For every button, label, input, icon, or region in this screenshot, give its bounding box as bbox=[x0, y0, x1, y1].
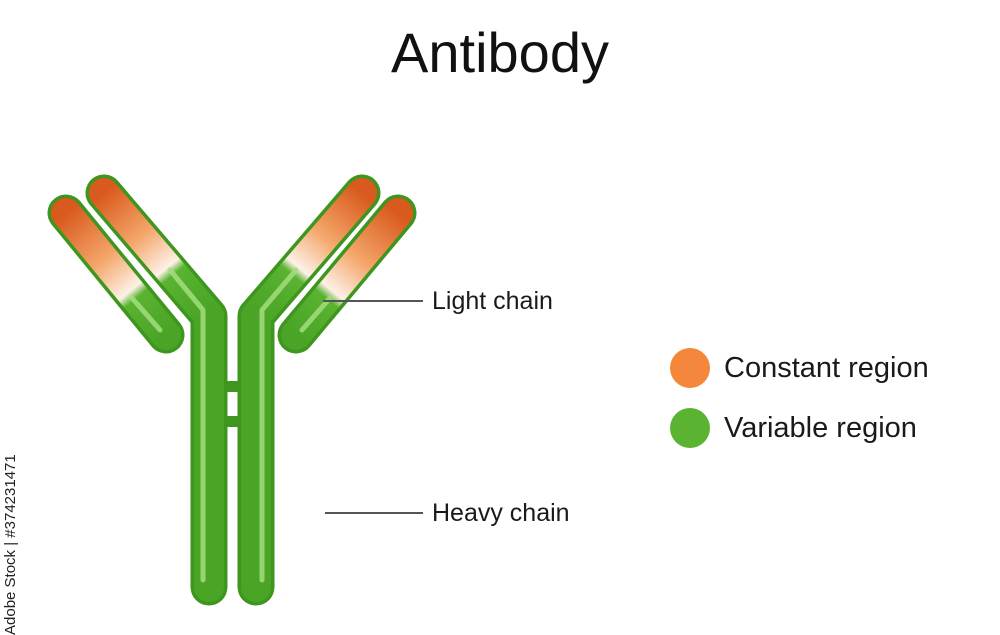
heavy-chain-label: Heavy chain bbox=[432, 499, 570, 527]
light-chain-leader-line bbox=[323, 300, 423, 302]
disulfide-bridge-upper bbox=[222, 381, 244, 392]
legend-label-variable: Variable region bbox=[724, 411, 917, 444]
light-chain-right bbox=[277, 194, 417, 354]
legend-label-constant: Constant region bbox=[724, 351, 929, 384]
light-chain-left bbox=[47, 194, 185, 354]
disulfide-bridge-lower bbox=[222, 416, 244, 427]
heavy-chain-left bbox=[85, 174, 228, 606]
heavy-chain-right bbox=[237, 174, 381, 606]
heavy-chain-leader-line bbox=[325, 512, 423, 514]
light-chain-label: Light chain bbox=[432, 287, 553, 315]
legend-swatch-constant bbox=[670, 348, 710, 388]
legend-item-constant-region: Constant region bbox=[670, 348, 929, 388]
page-title: Antibody bbox=[391, 21, 609, 84]
stock-id-text: Adobe Stock | #374231471 bbox=[2, 454, 19, 635]
legend-item-variable-region: Variable region bbox=[670, 408, 917, 448]
legend-swatch-variable bbox=[670, 408, 710, 448]
